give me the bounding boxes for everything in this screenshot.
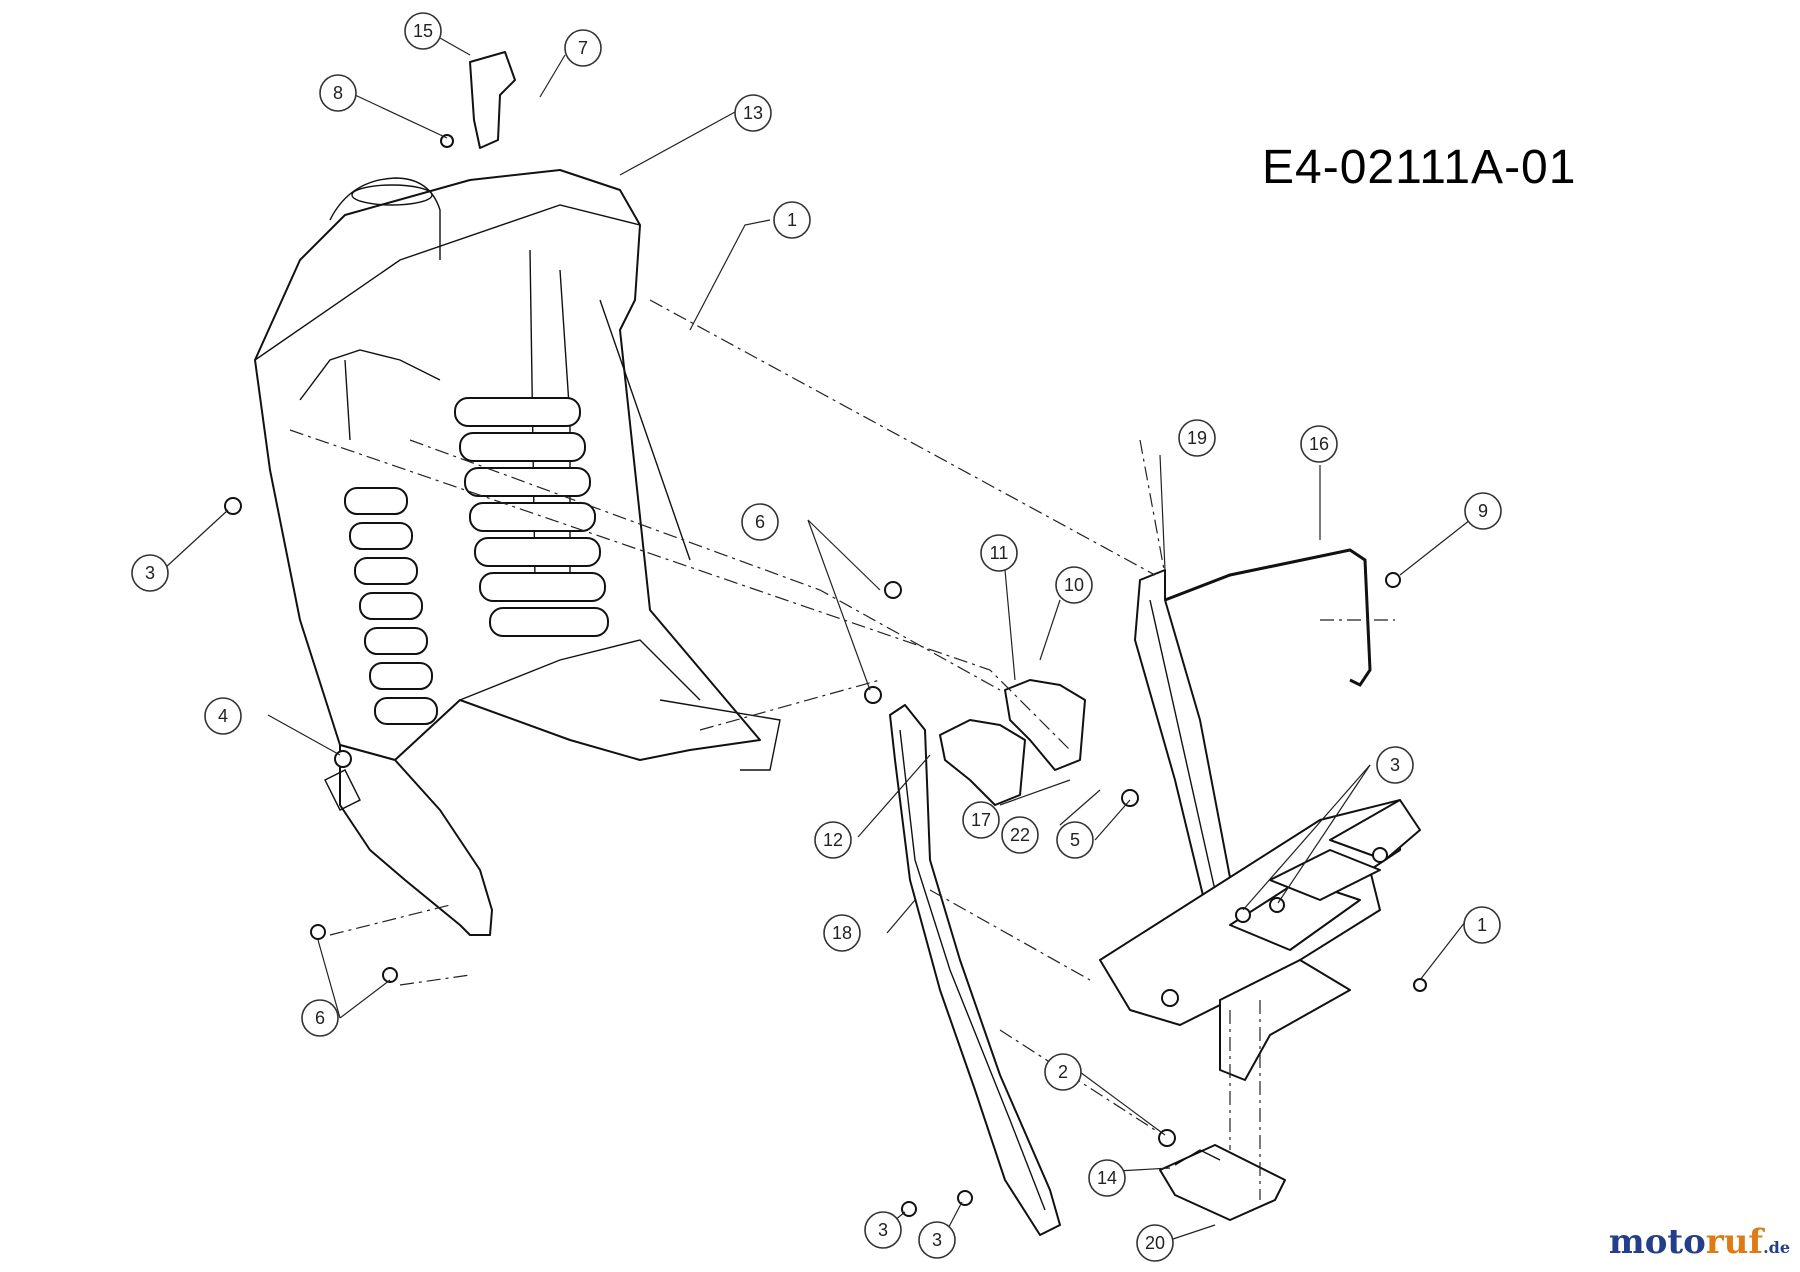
svg-text:7: 7 <box>578 38 588 58</box>
callout-11: 11 <box>980 534 1018 572</box>
hood-latch-part <box>469 51 516 149</box>
svg-text:6: 6 <box>315 1008 325 1028</box>
svg-text:14: 14 <box>1097 1168 1117 1188</box>
svg-text:12: 12 <box>823 830 843 850</box>
callout-13: 13 <box>734 94 772 132</box>
callout-15: 15 <box>404 12 442 50</box>
svg-text:1: 1 <box>1477 915 1487 935</box>
left-side-bracket <box>339 744 493 936</box>
callout-7: 7 <box>564 29 602 67</box>
callout-17: 17 <box>962 801 1000 839</box>
vent-slots-right <box>454 397 609 637</box>
callout-22: 22 <box>1001 816 1039 854</box>
vent-slots-left <box>344 487 438 725</box>
callout-3: 3 <box>131 554 169 592</box>
callout-1b: 1 <box>1463 906 1501 944</box>
callout-6: 6 <box>741 503 779 541</box>
callout-6b: 6 <box>301 999 339 1037</box>
callout-2: 2 <box>1044 1053 1082 1091</box>
svg-text:16: 16 <box>1309 434 1329 454</box>
callout-16: 16 <box>1300 425 1338 463</box>
svg-text:8: 8 <box>333 83 343 103</box>
callout-20: 20 <box>1136 1224 1174 1262</box>
svg-text:4: 4 <box>218 706 228 726</box>
svg-text:20: 20 <box>1145 1233 1165 1253</box>
callout-9: 9 <box>1464 492 1502 530</box>
callout-12: 12 <box>814 821 852 859</box>
watermark-part2: ruf <box>1705 1222 1764 1262</box>
watermark-part3: .de <box>1763 1238 1790 1257</box>
callout-3c: 3 <box>864 1211 902 1249</box>
grille-housing <box>254 169 781 771</box>
svg-text:13: 13 <box>743 103 763 123</box>
front-vertical-strut <box>889 704 1061 1236</box>
diagram-id-label: E4-02111A-01 <box>1262 141 1577 194</box>
callout-18: 18 <box>823 914 861 952</box>
svg-text:11: 11 <box>990 543 1009 563</box>
svg-text:6: 6 <box>755 512 765 532</box>
svg-text:10: 10 <box>1064 575 1084 595</box>
callout-5: 5 <box>1056 821 1094 859</box>
hood-support-rod <box>1164 548 1372 687</box>
svg-text:19: 19 <box>1187 428 1207 448</box>
leader-lines <box>164 37 1471 1241</box>
svg-text:5: 5 <box>1070 830 1080 850</box>
callout-8: 8 <box>319 74 357 112</box>
svg-text:3: 3 <box>878 1220 888 1240</box>
svg-text:3: 3 <box>1390 755 1400 775</box>
svg-text:18: 18 <box>832 923 852 943</box>
svg-text:9: 9 <box>1478 501 1488 521</box>
bottom-latch-bracket <box>1159 1144 1286 1221</box>
callout-3d: 3 <box>918 1221 956 1259</box>
svg-text:1: 1 <box>787 210 797 230</box>
callout-4: 4 <box>204 697 242 735</box>
hardware-fasteners <box>224 134 1427 1217</box>
svg-text:2: 2 <box>1058 1062 1068 1082</box>
svg-text:17: 17 <box>971 810 991 830</box>
callout-10: 10 <box>1055 566 1093 604</box>
svg-text:22: 22 <box>1010 825 1030 845</box>
svg-text:15: 15 <box>413 21 433 41</box>
hood-pivot-bracket-17 <box>939 719 1026 806</box>
svg-text:3: 3 <box>145 563 155 583</box>
callout-19: 19 <box>1178 419 1216 457</box>
svg-text:3: 3 <box>932 1230 942 1250</box>
watermark-logo: motoruf.de <box>1609 1222 1790 1262</box>
callout-14: 14 <box>1088 1159 1126 1197</box>
callout-1: 1 <box>773 201 811 239</box>
watermark-part1: moto <box>1608 1222 1706 1262</box>
callout-3b: 3 <box>1376 746 1414 784</box>
